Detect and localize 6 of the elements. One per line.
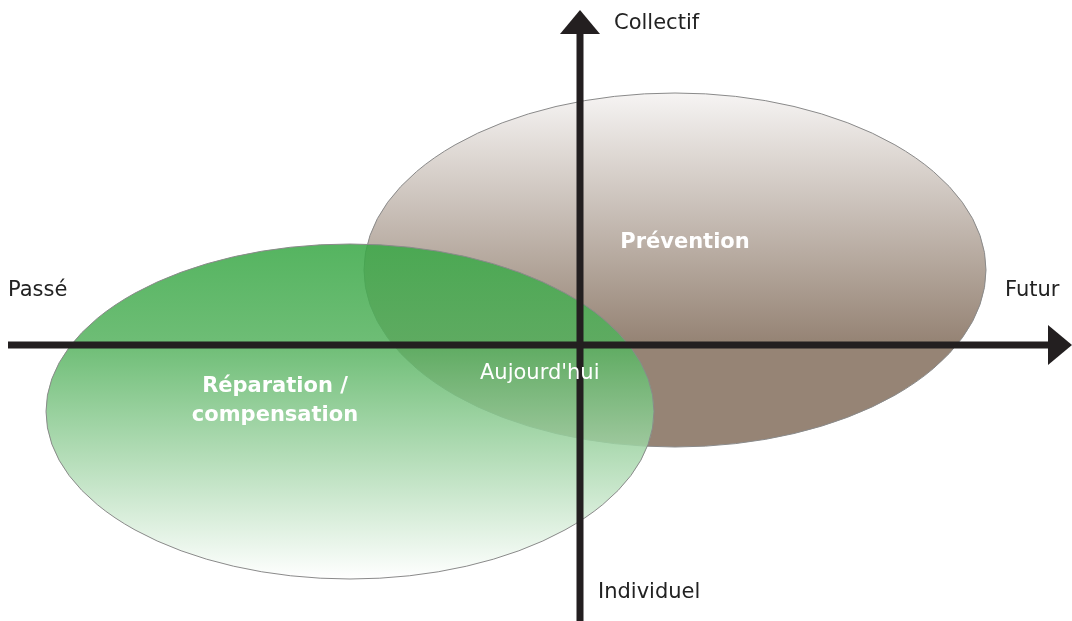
axis-label: Passé — [8, 277, 68, 301]
ellipse-label: Prévention — [619, 228, 751, 255]
ellipse-label: Réparation / compensation — [190, 372, 360, 429]
axis-label: Individuel — [598, 579, 701, 603]
axis-label: Collectif — [614, 10, 700, 34]
axis-label: Futur — [1005, 277, 1060, 301]
